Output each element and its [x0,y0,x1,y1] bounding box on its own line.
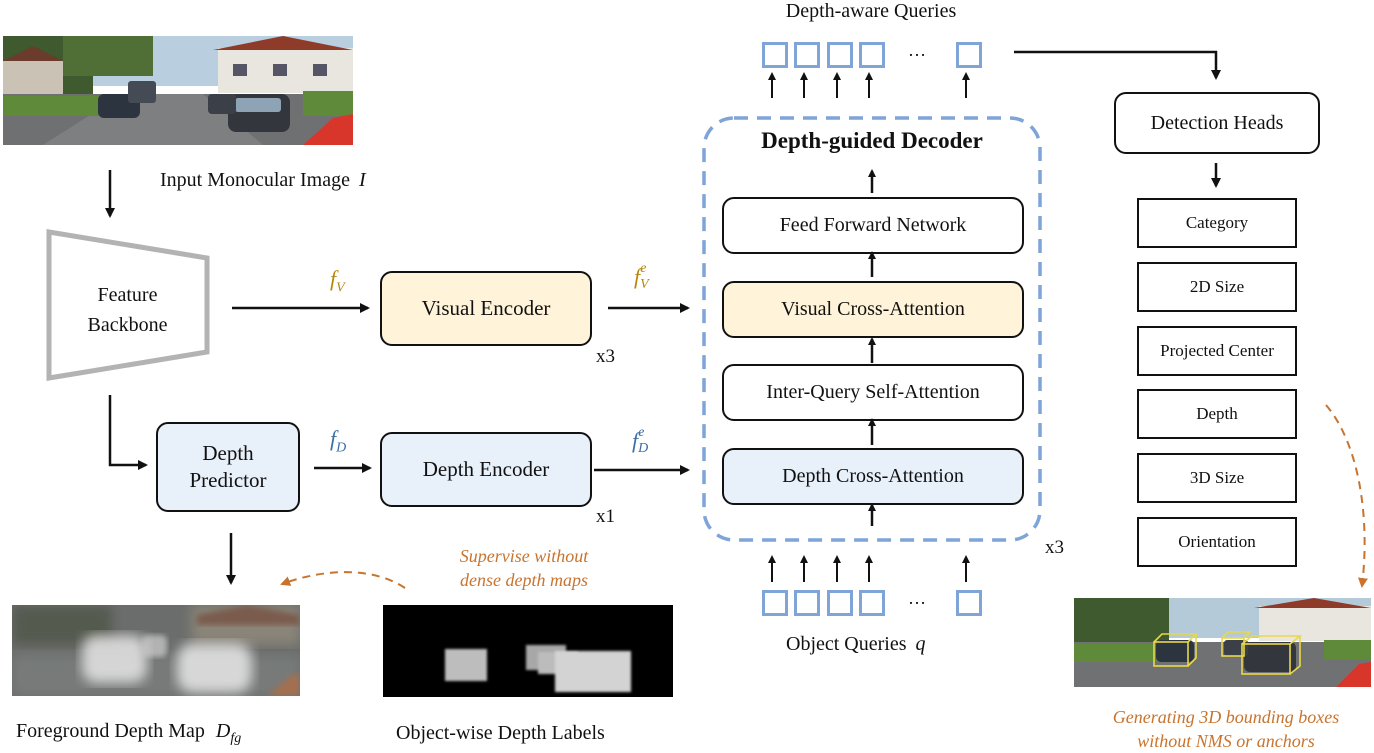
foreground-depth-map-caption: Foreground Depth Map Dfg [16,720,241,747]
depth-enc-feature-symbol: f [632,428,639,453]
decoder-layer-self-attn-label: Inter-Query Self-Attention [766,381,980,403]
visual-feature-sub: V [336,280,345,296]
object-depth-labels-caption: Object-wise Depth Labels [396,722,605,744]
depth-aware-query-1 [762,42,788,68]
object-query-5 [956,590,982,616]
output-depth: Depth [1137,389,1297,439]
output-3d-size: 3D Size [1137,453,1297,503]
decoder-layer-depth-ca: Depth Cross-Attention [722,448,1024,505]
arrow-queries-to-heads [1014,50,1221,80]
depth-predictor-line2: Predictor [189,468,267,492]
depth-aware-query-ellipsis: … [908,40,926,60]
output-projected-center-label: Projected Center [1160,341,1274,360]
foreground-depth-map-symbol: D [215,720,231,742]
output-detection-image [1074,598,1371,687]
depth-encoder-repeat: x1 [596,506,615,527]
input-image-caption: Input Monocular Image I [160,169,366,192]
depth-feature-symbol: f [330,426,337,451]
feature-backbone-line2: Backbone [87,314,168,336]
object-depth-labels [383,605,673,697]
decoder-layer-visual-ca-label: Visual Cross-Attention [781,298,965,320]
output-category: Category [1137,198,1297,248]
foreground-depth-map-label: Foreground Depth Map [16,720,205,742]
output-depth-label: Depth [1196,404,1238,423]
visual-encoder-label: Visual Encoder [421,296,551,320]
input-image-label: Input Monocular Image [160,169,350,191]
output-orientation: Orientation [1137,517,1297,567]
visual-feature-symbol: f [330,266,337,291]
visual-encoder: Visual Encoder [380,271,592,346]
depth-aware-queries-label: Depth-aware Queries [785,0,957,22]
object-queries-label: Object Queries q [786,633,926,656]
depth-feature-label: fD [330,426,346,456]
depth-predictor-line1: Depth [202,441,254,465]
output-note: Generating 3D bounding boxes without NMS… [1078,705,1374,753]
object-queries-symbol: q [915,633,926,655]
object-query-4 [859,590,885,616]
feature-backbone-label: Feature Backbone [60,280,195,340]
decoder-repeat: x3 [1045,537,1064,558]
visual-enc-feature-label: f e V [634,261,654,292]
detection-heads-label: Detection Heads [1150,111,1284,134]
decoder-container [702,116,1042,542]
output-2d-size-label: 2D Size [1189,277,1245,296]
depth-predictor: Depth Predictor [156,422,300,512]
object-query-1 [762,590,788,616]
depth-aware-query-4 [859,42,885,68]
decoder-title: Depth-guided Decoder [761,128,983,153]
supervise-note-line2: dense depth maps [460,570,588,590]
output-2d-size: 2D Size [1137,262,1297,312]
visual-enc-feature-sup: e [640,261,647,276]
foreground-depth-map [12,605,300,696]
visual-feature-label: fV [330,266,345,296]
arrow-backbone-to-depth-predictor [108,395,148,470]
depth-feature-sub: D [336,440,347,456]
decoder-layer-ffn-label: Feed Forward Network [779,214,967,236]
output-3d-size-label: 3D Size [1189,468,1245,487]
depth-aware-query-3 [827,42,853,68]
decoder-layer-ffn: Feed Forward Network [722,197,1024,254]
output-note-line1: Generating 3D bounding boxes [1112,707,1340,727]
output-projected-center: Projected Center [1137,326,1297,376]
feature-backbone-line1: Feature [97,284,158,306]
object-query-3 [827,590,853,616]
detection-heads: Detection Heads [1114,92,1320,154]
decoder-layer-visual-ca: Visual Cross-Attention [722,281,1024,338]
depth-encoder: Depth Encoder [380,432,592,507]
visual-enc-feature-symbol: f [634,264,641,289]
depth-enc-feature-sup: e [638,425,645,440]
supervise-note: Supervise without dense depth maps [424,544,624,592]
output-orientation-label: Orientation [1178,532,1256,551]
object-queries-text: Object Queries [786,633,907,655]
output-note-line2: without NMS or anchors [1137,731,1315,751]
depth-encoder-label: Depth Encoder [422,457,550,481]
decoder-layer-self-attn: Inter-Query Self-Attention [722,364,1024,421]
input-image [3,36,353,145]
depth-enc-feature-label: f e D [632,425,652,456]
decoder-layer-depth-ca-label: Depth Cross-Attention [782,465,964,487]
supervise-note-line1: Supervise without [459,546,589,566]
input-image-symbol: I [358,169,366,191]
object-query-2 [794,590,820,616]
depth-aware-query-5 [956,42,982,68]
visual-enc-feature-sub: V [640,277,649,292]
supervise-curve [280,571,406,589]
output-category-label: Category [1185,213,1249,232]
foreground-depth-map-sub: fg [230,731,242,746]
depth-aware-query-2 [794,42,820,68]
output-curve [1325,404,1368,588]
visual-encoder-repeat: x3 [596,346,615,367]
depth-enc-feature-sub: D [638,441,649,456]
object-query-ellipsis: … [908,588,926,608]
feature-backbone [46,229,210,381]
